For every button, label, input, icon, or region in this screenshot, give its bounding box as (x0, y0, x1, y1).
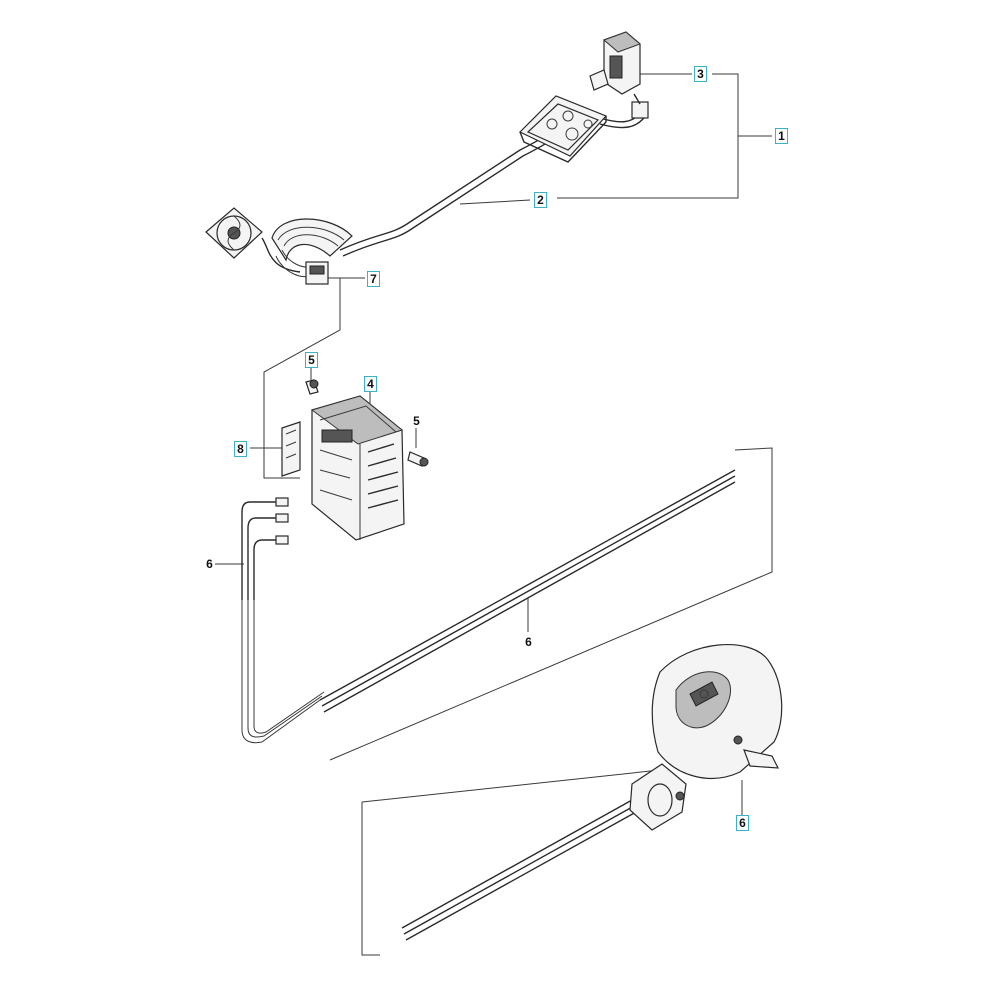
callout-6-left: 6 (206, 557, 213, 571)
lower-wire-panel (361, 769, 661, 956)
coiled-cable (271, 218, 353, 285)
callout-6-center: 6 (525, 635, 532, 649)
cooling-fan (205, 207, 301, 273)
callout-5-right: 5 (413, 414, 420, 428)
callout-8: 8 (234, 441, 247, 457)
callout-5-top: 5 (305, 352, 318, 368)
motor-housing (629, 643, 783, 831)
callout-3: 3 (694, 66, 707, 82)
callout-4: 4 (364, 376, 377, 392)
control-unit (281, 379, 429, 541)
callout-2: 2 (534, 192, 547, 208)
callout-7: 7 (367, 271, 380, 287)
leader-lines (215, 73, 772, 815)
callout-1: 1 (775, 128, 788, 144)
wire-bundle-left (241, 497, 325, 744)
display-tablet (518, 95, 608, 163)
long-wire-panel (319, 447, 773, 761)
callout-6-bottom: 6 (736, 815, 749, 831)
potentiometer-assembly (589, 31, 649, 119)
main-cable (339, 109, 649, 257)
